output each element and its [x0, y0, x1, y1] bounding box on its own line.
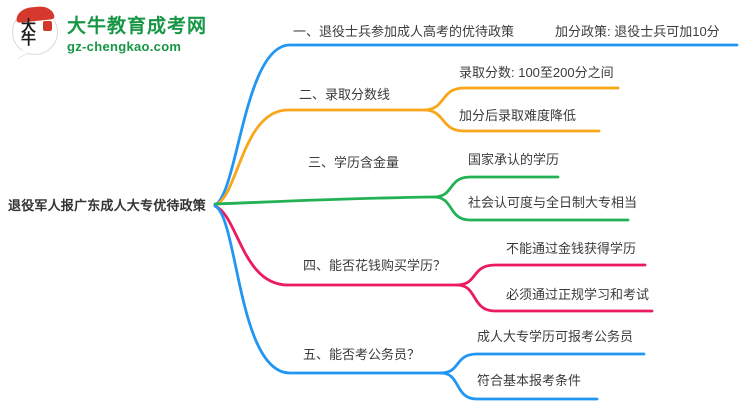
branch-3-child-2-label: 社会认可度与全日制大专相当 [468, 195, 638, 210]
branch-2-child-2-label: 加分后录取难度降低 [459, 108, 577, 123]
root-node: 退役军人报广东成人大专优待政策 [8, 198, 207, 213]
site-logo: 大牛 大牛教育成考网 gz-chengkao.com [12, 5, 207, 60]
branch-3-child-1-label: 国家承认的学历 [468, 152, 560, 167]
branch-4-child-2-label: 必须通过正规学习和考试 [506, 287, 650, 302]
logo-icon-text: 大牛 [19, 18, 37, 44]
branch-4-line [213, 204, 459, 287]
logo-text-block: 大牛教育成考网 gz-chengkao.com [67, 11, 207, 54]
branch-5-label: 五、能否考公务员？ [303, 347, 421, 362]
branch-3-child-2-line [432, 195, 630, 222]
branch-1-line [213, 43, 739, 207]
branch-5-child-2-label: 符合基本报考条件 [477, 373, 582, 388]
branch-2-child-1-line [422, 86, 620, 112]
logo-bubble-tail [18, 50, 29, 60]
branch-4-child-1-line [455, 263, 647, 287]
branch-5-line [213, 204, 443, 375]
site-name: 大牛教育成考网 [67, 15, 208, 37]
branch-4-child-2-line [455, 283, 654, 313]
branch-3-label: 三、学历含金量 [308, 155, 400, 170]
branch-1-label: 一、退役士兵参加成人高考的优待政策 [293, 24, 515, 39]
branch-2-child-2-line [422, 108, 601, 133]
branch-3-line [213, 195, 436, 206]
branch-2-line [213, 108, 426, 207]
branch-1-child-1-label: 加分政策: 退役士兵可加10分 [555, 24, 720, 39]
branch-4-label: 四、能否花钱购买学历？ [303, 258, 447, 273]
branch-5-child-2-line [439, 371, 599, 401]
branch-2-label: 二、录取分数线 [299, 87, 391, 102]
logo-red-seal [43, 21, 52, 31]
branch-2-child-1-label: 录取分数: 100至200分之间 [459, 65, 614, 80]
branch-4-child-1-label: 不能通过金钱获得学历 [506, 241, 637, 256]
site-domain: gz-chengkao.com [67, 38, 182, 54]
branch-5-child-1-label: 成人大专学历可报考公务员 [477, 329, 634, 344]
daniu-bull-icon: 大牛 [12, 5, 58, 60]
